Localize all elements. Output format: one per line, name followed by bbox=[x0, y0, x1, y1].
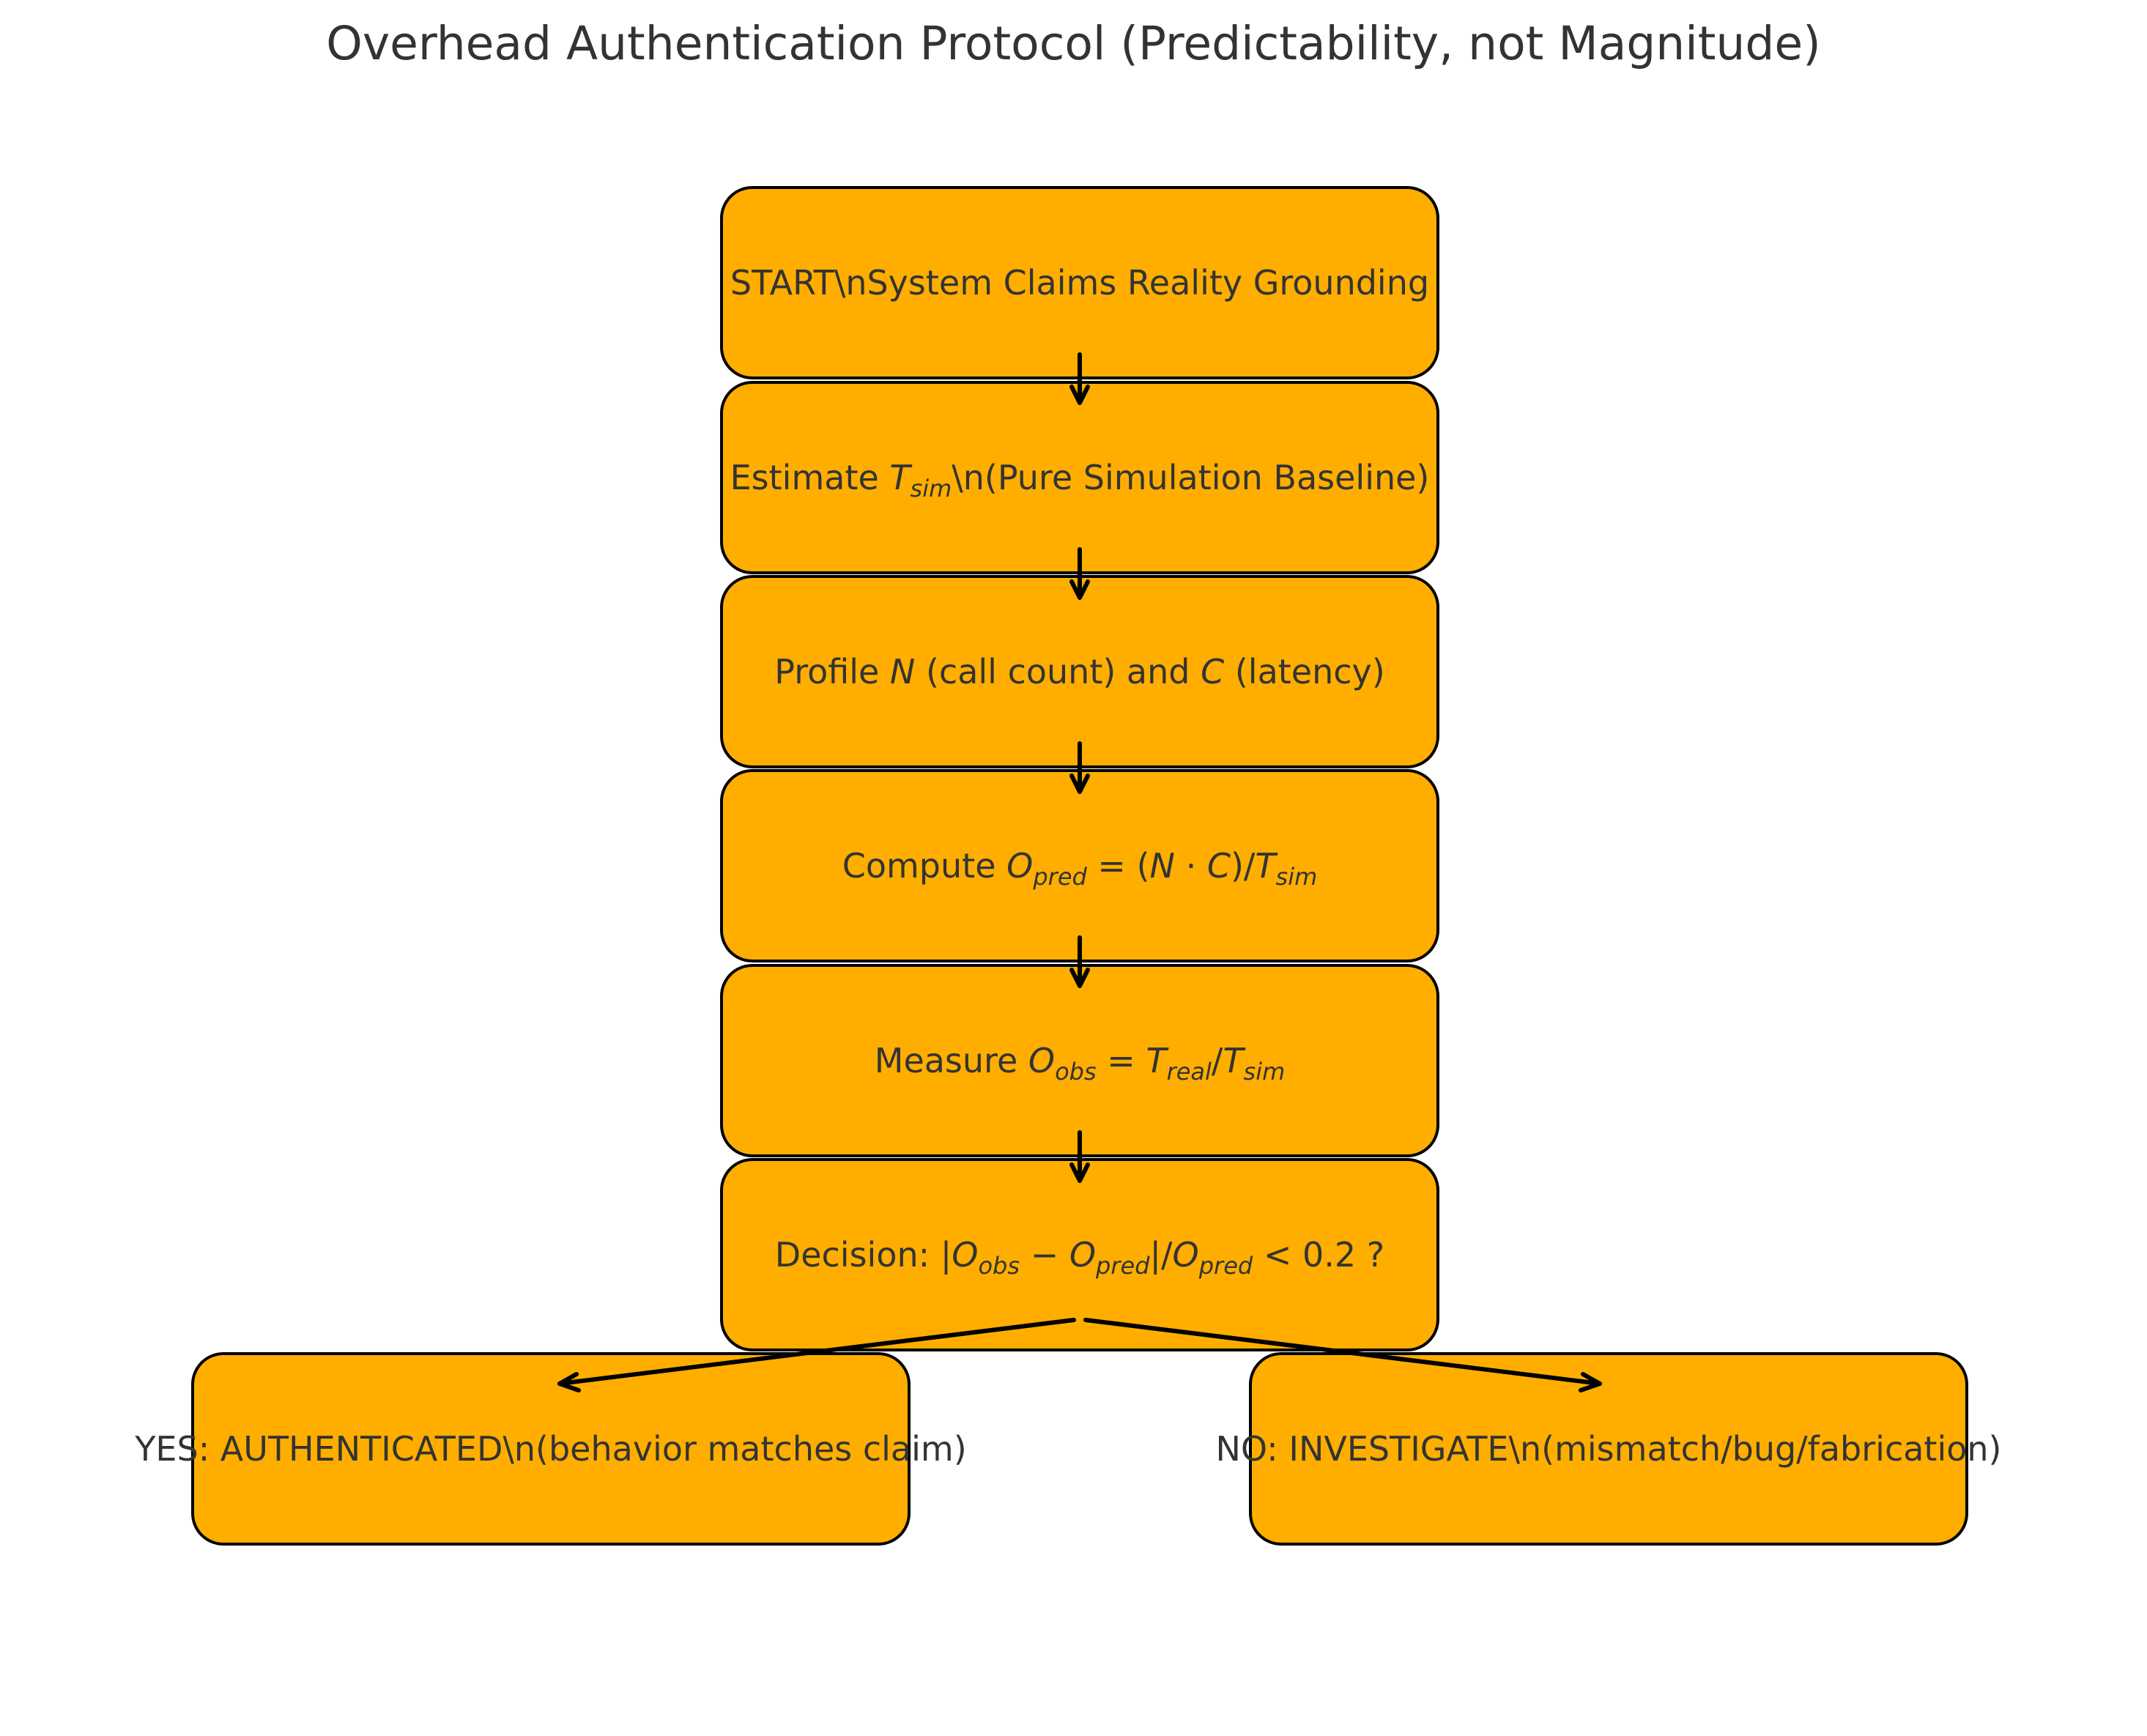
compute-node bbox=[720, 769, 1439, 962]
c-symbol: C bbox=[1201, 652, 1225, 691]
compute-formula: Opred = (N · C)/Tsim bbox=[1006, 846, 1318, 891]
decision-node-label: Decision: |Oobs − Opred|/Opred < 0.2 ? bbox=[774, 1235, 1385, 1280]
t-sim-symbol: Tsim bbox=[889, 458, 952, 502]
start-node bbox=[720, 186, 1439, 379]
estimate-node bbox=[720, 381, 1439, 574]
n-symbol: N bbox=[889, 652, 916, 691]
profile-node-label: Profile N (call count) and C (latency) bbox=[774, 652, 1385, 691]
no-node-label: NO: INVESTIGATE\n(mismatch/bug/fabricati… bbox=[1215, 1429, 2002, 1469]
yes-node-label: YES: AUTHENTICATED\n(behavior matches cl… bbox=[135, 1429, 967, 1469]
estimate-node-label: Estimate Tsim\n(Pure Simulation Baseline… bbox=[730, 458, 1430, 502]
diagram-title: Overhead Authentication Protocol (Predic… bbox=[326, 17, 1821, 70]
measure-node-label: Measure Oobs = Treal/Tsim bbox=[874, 1041, 1286, 1086]
measure-formula: Oobs = Treal/Tsim bbox=[1028, 1041, 1286, 1086]
compute-node-label: Compute Opred = (N · C)/Tsim bbox=[842, 846, 1318, 891]
decision-formula: |Oobs − Opred|/Opred < 0.2 bbox=[940, 1235, 1357, 1280]
start-node-label: START\nSystem Claims Reality Grounding bbox=[730, 263, 1430, 303]
